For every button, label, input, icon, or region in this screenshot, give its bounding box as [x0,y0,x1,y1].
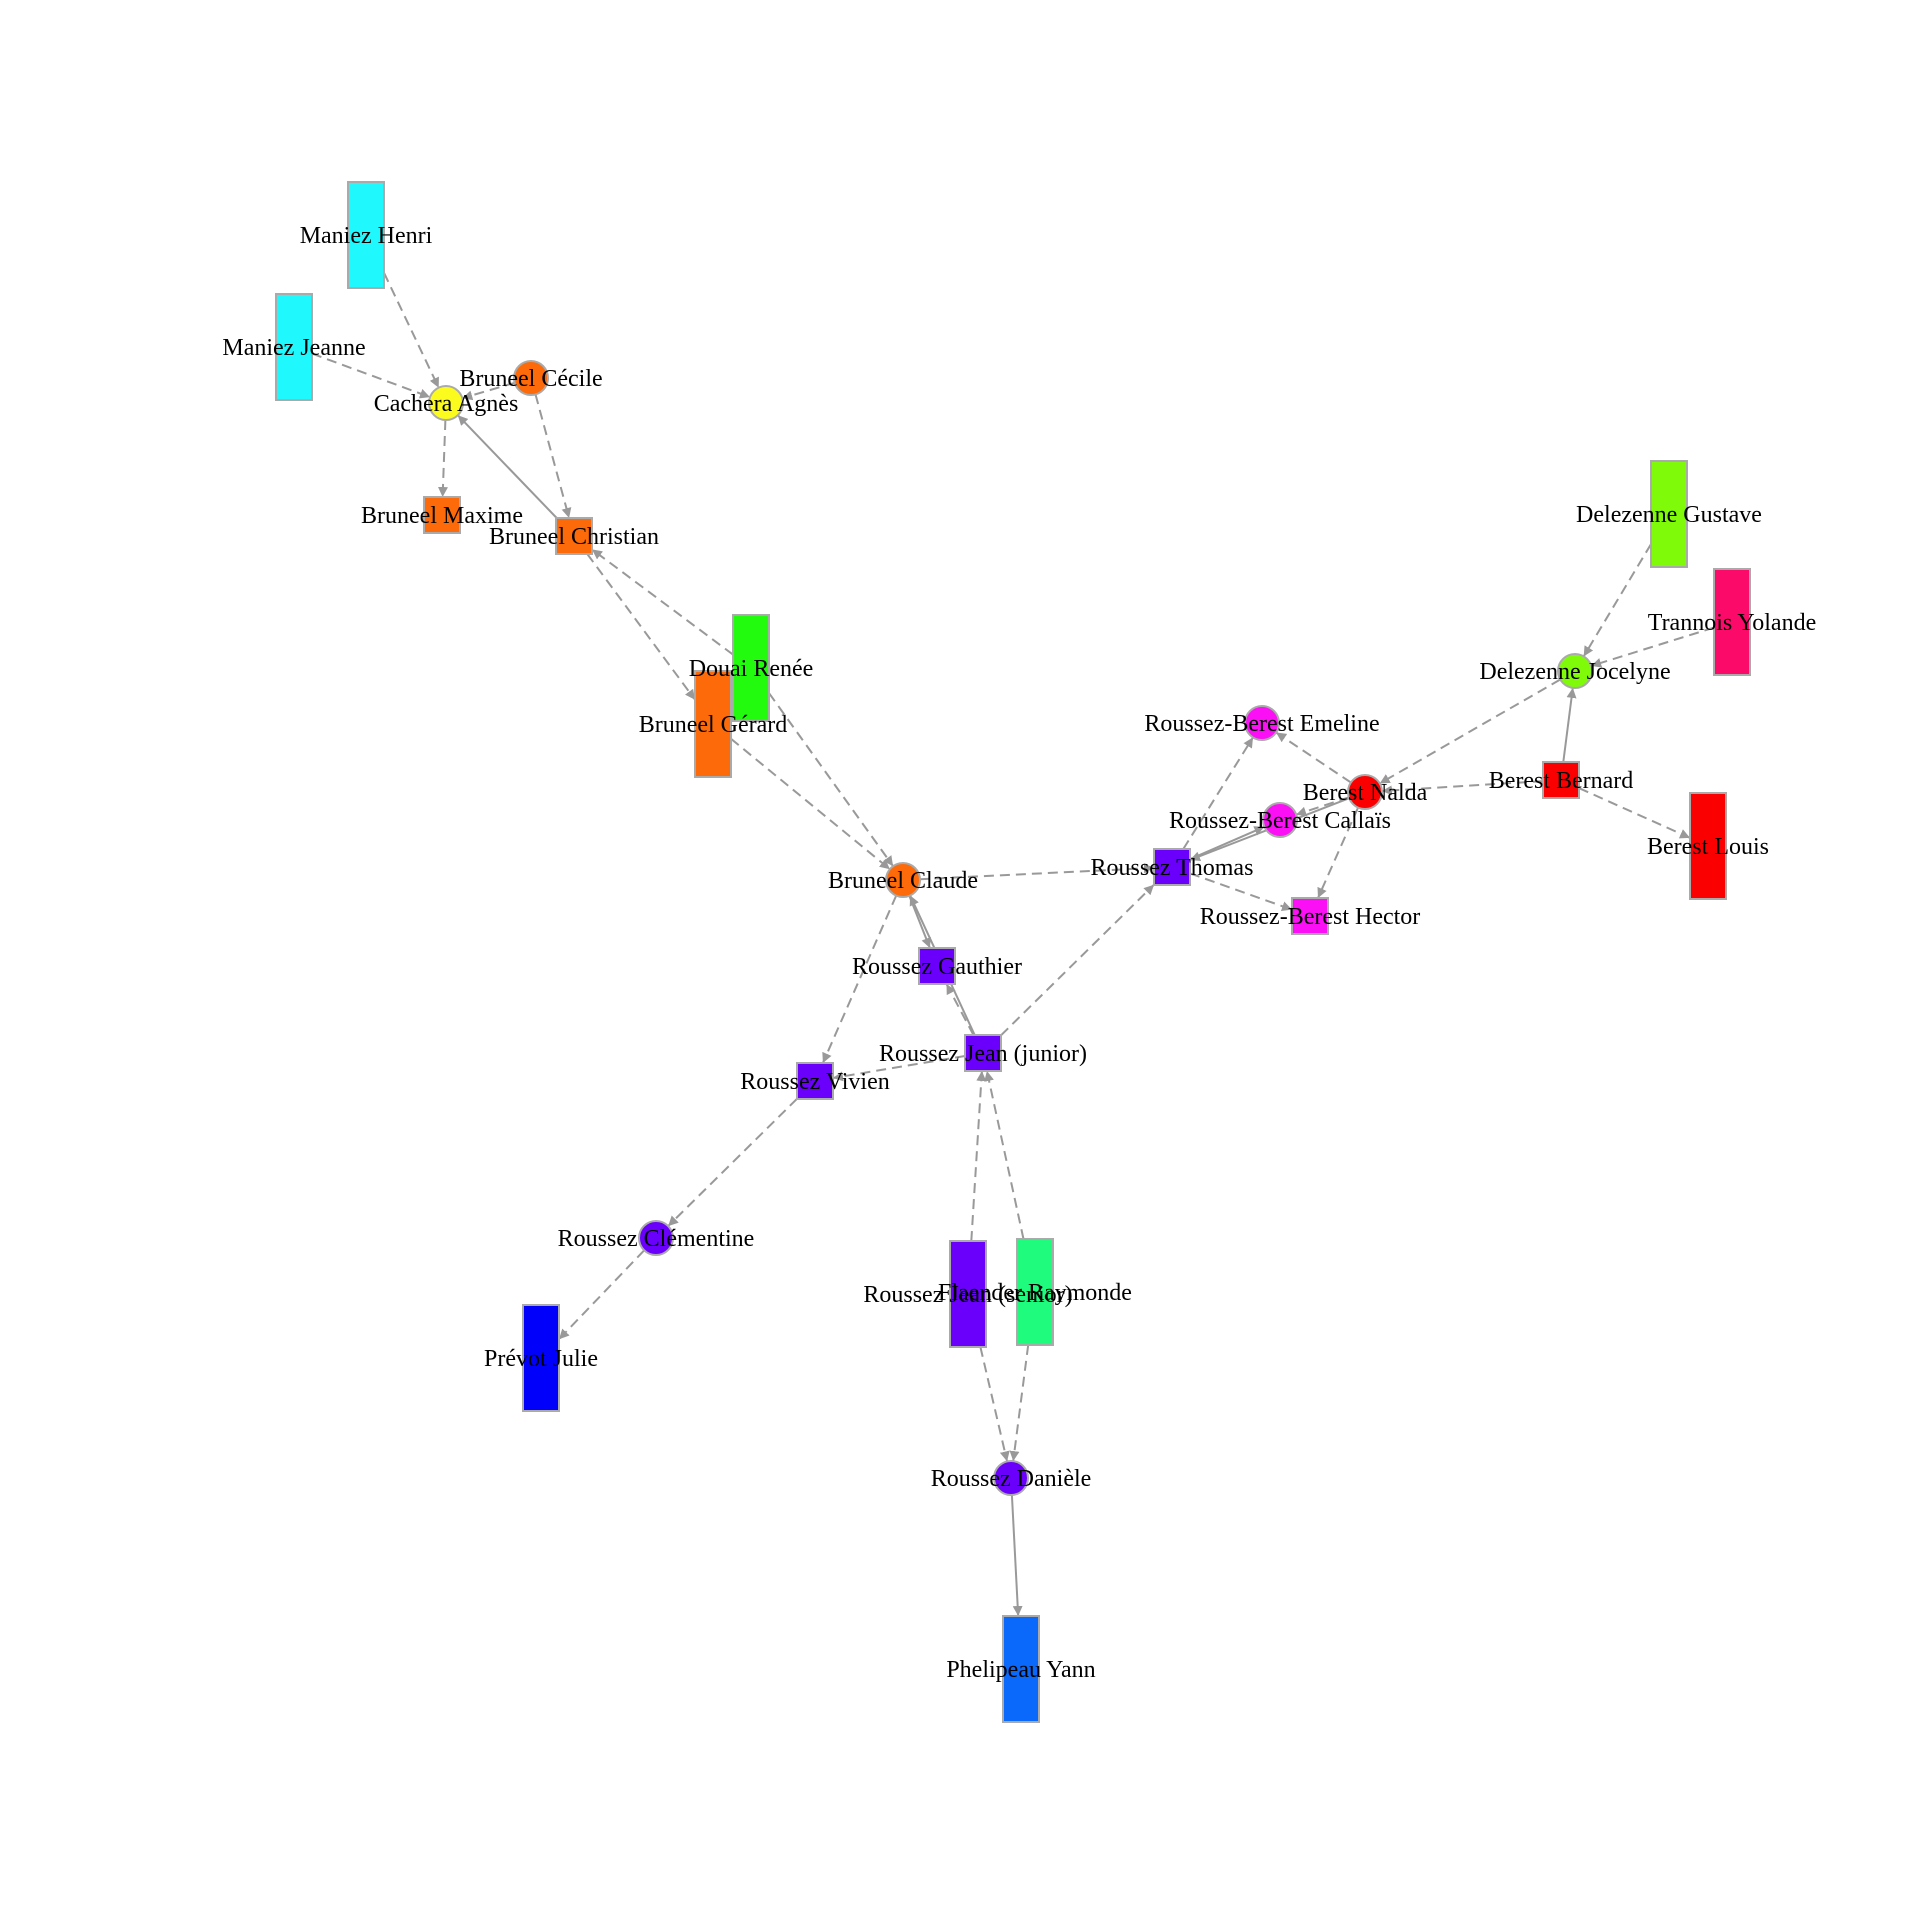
node-bruneel-cecile[interactable] [513,360,549,396]
label-roussez-berest-hector: Roussez-Berest Hector [1200,904,1421,930]
edge-roussez-jean-junior-to-roussez-gauthier [945,983,975,1036]
label-roussez-clementine: Roussez Clémentine [558,1226,755,1252]
node-trannois-yolande[interactable] [1713,568,1751,676]
node-prevot-julie[interactable] [522,1304,560,1412]
label-roussez-berest-callais: Roussez-Berest Callaïs [1169,808,1391,834]
edge-bruneel-claude-to-roussez-gauthier [908,895,931,949]
label-bruneel-maxime: Bruneel Maxime [361,503,523,529]
node-bruneel-gerard[interactable] [694,670,732,778]
node-roussez-berest-callais[interactable] [1262,802,1298,838]
node-roussez-thomas[interactable] [1153,848,1191,886]
edge-roussez-thomas-to-roussez-berest-callais [1189,825,1265,861]
label-berest-bernard: Berest Bernard [1489,768,1634,794]
label-cachera-agnes: Cachera Agnès [374,391,519,417]
label-maniez-jeanne: Maniez Jeanne [222,335,365,361]
edge-flaender-raymonde-to-roussez-daniele [1009,1344,1030,1462]
edge-delezenne-gustave-to-delezenne-jocelyne [1582,543,1652,657]
node-roussez-gauthier[interactable] [918,947,956,985]
edge-berest-bernard-to-berest-louis [1578,787,1691,839]
edge-roussez-jean-senior-to-roussez-daniele [979,1346,1010,1462]
node-delezenne-gustave[interactable] [1650,460,1688,568]
edge-cachera-agnes-to-bruneel-maxime [437,419,448,498]
edge-roussez-daniele-to-phelipeau-yann [1010,1494,1023,1617]
label-roussez-jean-junior: Roussez Jean (junior) [879,1041,1087,1067]
edge-bruneel-claude-to-roussez-thomas [919,863,1155,881]
node-maniez-henri[interactable] [347,181,385,289]
node-roussez-jean-junior[interactable] [964,1034,1002,1072]
edge-douai-renee-to-bruneel-claude [768,692,894,867]
label-berest-nalda: Berest Nalda [1303,780,1428,806]
edge-flaender-raymonde-to-roussez-jean-junior [984,1070,1025,1240]
label-roussez-daniele: Roussez Danièle [931,1466,1092,1492]
node-berest-louis[interactable] [1689,792,1727,900]
node-bruneel-maxime[interactable] [423,496,461,534]
node-maniez-jeanne[interactable] [275,293,313,401]
node-roussez-clementine[interactable] [638,1220,674,1256]
edge-bruneel-christian-to-bruneel-gerard [586,553,696,701]
edge-trannois-yolande-to-delezenne-jocelyne [1590,626,1715,668]
label-bruneel-cecile: Bruneel Cécile [459,366,602,392]
node-berest-bernard[interactable] [1542,761,1580,799]
edge-berest-nalda-to-roussez-berest-hector [1317,807,1360,899]
node-douai-renee[interactable] [732,614,770,722]
node-roussez-daniele[interactable] [993,1460,1029,1496]
label-bruneel-gerard: Bruneel Gérard [639,712,788,738]
edge-maniez-jeanne-to-cachera-agnes [311,352,431,399]
edges-layer [311,272,1715,1617]
node-roussez-jean-senior[interactable] [949,1240,987,1348]
label-bruneel-claude: Bruneel Claude [828,868,978,894]
edge-berest-bernard-to-delezenne-jocelyne [1562,687,1577,763]
node-bruneel-christian[interactable] [555,517,593,555]
label-roussez-berest-emeline: Roussez-Berest Emeline [1144,711,1379,737]
label-delezenne-gustave: Delezenne Gustave [1576,502,1762,528]
edge-maniez-henri-to-cachera-agnes [383,272,440,389]
edge-bruneel-gerard-to-bruneel-claude [730,738,891,870]
node-delezenne-jocelyne[interactable] [1557,653,1593,689]
label-phelipeau-yann: Phelipeau Yann [946,1657,1095,1683]
node-bruneel-claude[interactable] [885,862,921,898]
edge-roussez-jean-junior-to-roussez-vivien [832,1055,966,1082]
node-cachera-agnes[interactable] [428,385,464,421]
edge-roussez-clementine-to-prevot-julie [558,1249,645,1340]
label-delezenne-jocelyne: Delezenne Jocelyne [1479,659,1670,685]
label-roussez-gauthier: Roussez Gauthier [852,954,1022,980]
label-bruneel-christian: Bruneel Christian [489,524,659,550]
edge-berest-nalda-to-roussez-berest-callais [1295,796,1350,817]
edge-roussez-jean-senior-to-roussez-jean-junior [970,1070,987,1242]
edge-berest-bernard-to-berest-nalda [1381,780,1544,796]
node-phelipeau-yann[interactable] [1002,1615,1040,1723]
node-berest-nalda[interactable] [1347,774,1383,810]
label-trannois-yolande: Trannois Yolande [1648,610,1816,636]
edge-bruneel-christian-to-cachera-agnes [457,414,558,519]
edge-bruneel-cecile-to-bruneel-christian [534,394,572,519]
edge-delezenne-jocelyne-to-berest-nalda [1379,678,1561,785]
label-roussez-vivien: Roussez Vivien [740,1069,889,1095]
label-douai-renee: Douai Renée [689,656,814,682]
node-roussez-vivien[interactable] [796,1062,834,1100]
node-flaender-raymonde[interactable] [1016,1238,1054,1346]
edge-roussez-jean-junior-to-roussez-thomas [1000,883,1155,1037]
edge-bruneel-cecile-to-cachera-agnes [462,381,515,401]
label-flaender-raymonde: Flaender Raymonde [938,1280,1132,1306]
label-roussez-thomas: Roussez Thomas [1091,855,1254,881]
edge-bruneel-claude-to-roussez-vivien [821,895,898,1064]
label-maniez-henri: Maniez Henri [300,223,433,249]
edge-roussez-vivien-to-roussez-clementine [667,1098,798,1227]
nodes-layer [275,181,1751,1723]
label-berest-louis: Berest Louis [1647,834,1769,860]
label-prevot-julie: Prévot Julie [484,1346,598,1372]
edge-berest-nalda-to-roussez-berest-emeline [1275,731,1352,784]
node-roussez-berest-emeline[interactable] [1244,705,1280,741]
edge-roussez-thomas-to-roussez-berest-emeline [1182,736,1254,850]
edge-roussez-thomas-to-roussez-berest-hector [1189,872,1293,911]
node-roussez-berest-hector[interactable] [1291,897,1329,935]
edge-douai-renee-to-bruneel-christian [591,548,734,656]
label-roussez-jean-senior: Roussez Jean (senior) [863,1282,1072,1308]
